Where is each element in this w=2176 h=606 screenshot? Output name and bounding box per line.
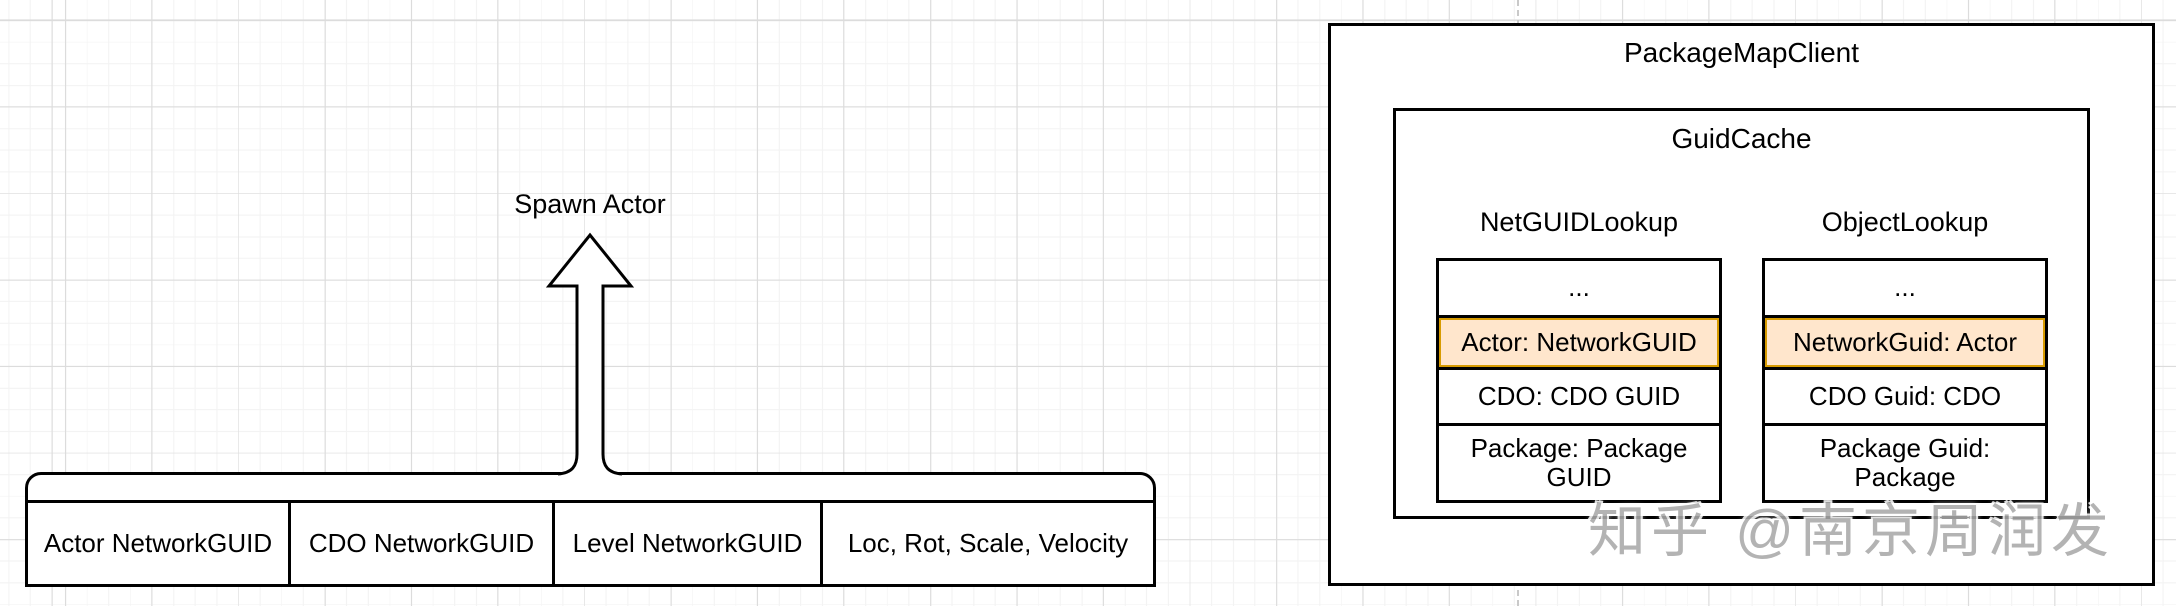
objectlookup-label: ObjectLookup [1821,207,1989,237]
lookup-row-ellipsis: ... [1765,261,2045,315]
netguidlookup-label: NetGUIDLookup [1479,207,1679,237]
lookup-row-networkguid-actor-highlighted: NetworkGuid: Actor [1765,315,2045,367]
lookup-row-packageguid-package: Package Guid: Package [1765,423,2045,500]
zhihu-watermark-text: 知乎 @南京周润发 [1588,499,2114,564]
payload-cell-actor-networkguid: Actor NetworkGUID [43,528,273,558]
payload-cell-cdo-networkguid: CDO NetworkGUID [288,503,552,584]
payload-cell-level-networkguid: Level NetworkGUID [552,503,820,584]
payload-cell-loc-rot-scale-velocity: Loc, Rot, Scale, Velocity [820,503,1153,584]
lookup-row-actor-networkguid-highlighted: Actor: NetworkGUID [1439,315,1719,367]
netguidlookup-table: ... Actor: NetworkGUID CDO: CDO GUID Pac… [1436,258,1722,503]
spawn-actor-label: Spawn Actor [514,189,666,219]
lookup-row-ellipsis: ... [1439,261,1719,315]
lookup-row-cdoguid-cdo: CDO Guid: CDO [1765,367,2045,423]
packagemapclient-title: PackageMapClient [1623,37,1860,68]
objectlookup-table: ... NetworkGuid: Actor CDO Guid: CDO Pac… [1762,258,2048,503]
lookup-row-cdo-cdoguid: CDO: CDO GUID [1439,367,1719,423]
lookup-row-package-packageguid: Package: Package GUID [1439,423,1719,500]
guidcache-title: GuidCache [1671,123,1812,154]
payload-brace-container: Actor NetworkGUID CDO NetworkGUID Level … [25,472,1156,587]
payload-table: Actor NetworkGUID CDO NetworkGUID Level … [28,500,1153,584]
